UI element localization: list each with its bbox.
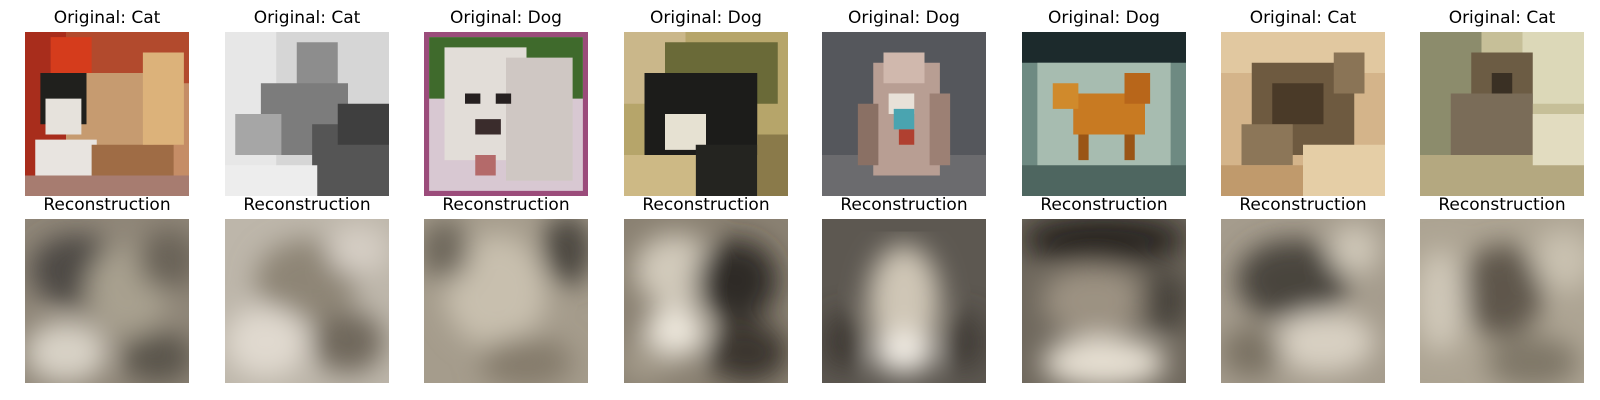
original-title: Original: Cat — [1249, 8, 1357, 28]
reconstruction-title: Reconstruction — [243, 195, 371, 215]
original-image — [1022, 32, 1186, 196]
original-image — [624, 32, 788, 196]
reconstruction-title: Reconstruction — [1040, 195, 1168, 215]
reconstruction-image — [225, 219, 389, 383]
original-image — [1420, 32, 1584, 196]
reconstruction-image — [424, 219, 588, 383]
original-title: Original: Dog — [1048, 8, 1160, 28]
original-image — [25, 32, 189, 196]
original-title: Original: Cat — [1448, 8, 1556, 28]
reconstruction-image — [624, 219, 788, 383]
reconstruction-image — [25, 219, 189, 383]
reconstruction-title: Reconstruction — [442, 195, 570, 215]
reconstruction-title: Reconstruction — [1239, 195, 1367, 215]
original-title: Original: Cat — [53, 8, 161, 28]
reconstruction-image — [1022, 219, 1186, 383]
reconstruction-title: Reconstruction — [840, 195, 968, 215]
reconstruction-image — [1420, 219, 1584, 383]
reconstruction-image — [822, 219, 986, 383]
reconstruction-image — [1221, 219, 1385, 383]
original-title: Original: Dog — [450, 8, 562, 28]
reconstruction-title: Reconstruction — [1438, 195, 1566, 215]
reconstruction-title: Reconstruction — [43, 195, 171, 215]
original-image — [424, 32, 588, 196]
original-image — [822, 32, 986, 196]
original-title: Original: Dog — [848, 8, 960, 28]
reconstruction-title: Reconstruction — [642, 195, 770, 215]
original-title: Original: Cat — [253, 8, 361, 28]
original-image — [1221, 32, 1385, 196]
original-title: Original: Dog — [650, 8, 762, 28]
original-image — [225, 32, 389, 196]
